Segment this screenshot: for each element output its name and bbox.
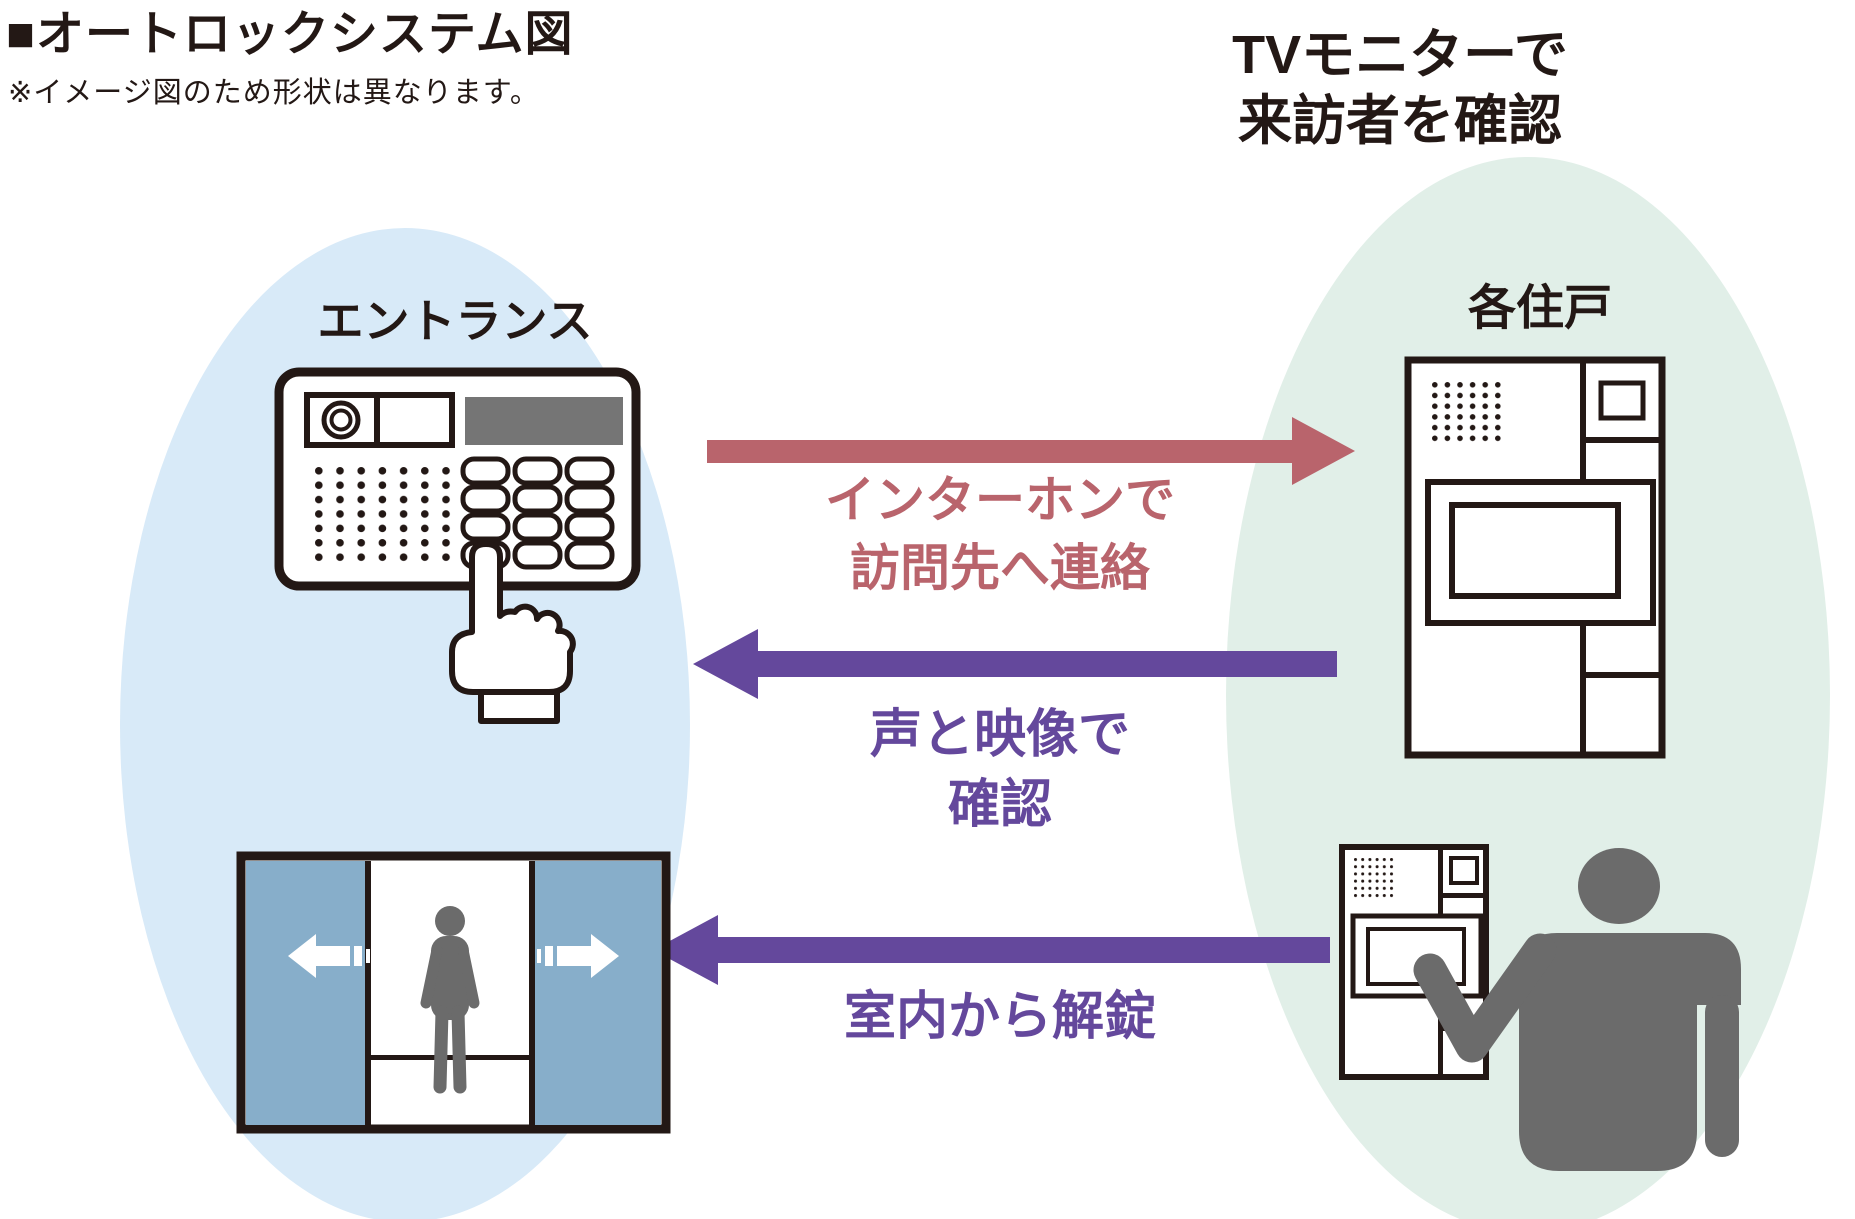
caption-voice-video: 声と映像で 確認 (700, 700, 1300, 840)
disclaimer-note: ※イメージ図のため形状は異なります。 (8, 77, 540, 109)
caption-voice-video-line1: 声と映像で (869, 706, 1130, 764)
tv-monitor-note-line1: TVモニターで (1232, 25, 1568, 85)
arrow-unlock (653, 915, 1330, 985)
caption-unlock: 室内から解錠 (700, 982, 1300, 1052)
intercom-button (1449, 856, 1479, 885)
arrow-voice-video (693, 629, 1337, 699)
door-panel-left (246, 861, 365, 1125)
unit-monitor-illustration (1404, 356, 1666, 759)
caption-intercom-call-line2: 訪問先へ連絡 (850, 540, 1150, 596)
monitor-speaker-grill (1432, 382, 1502, 442)
entrance-zone-label: エントランス (317, 295, 593, 347)
tv-monitor-note-line2: 来訪者を確認 (1238, 91, 1562, 151)
door-panel-right (535, 861, 661, 1125)
unit-zone-label: 各住戸 (1467, 282, 1612, 335)
caption-unlock-line1: 室内から解錠 (843, 988, 1156, 1046)
tv-monitor-note: TVモニターで 来訪者を確認 (1100, 22, 1700, 154)
caption-intercom-call: インターホンで 訪問先へ連絡 (700, 466, 1300, 602)
caption-intercom-call-line1: インターホンで (825, 472, 1175, 528)
caption-voice-video-line2: 確認 (947, 776, 1052, 834)
room-intercom-illustration (1339, 844, 1489, 1080)
panel-display (465, 397, 623, 445)
person-in-door-icon (420, 906, 480, 1094)
arrow-intercom-call (707, 417, 1355, 485)
keypad (460, 456, 615, 570)
intercom-speaker-grill (1354, 858, 1394, 898)
auto-door-illustration (236, 851, 671, 1134)
page-title: ■オートロックシステム図 (6, 8, 574, 61)
speaker-grill (315, 467, 451, 562)
door-open-arrows-icon (288, 934, 619, 978)
monitor-button (1598, 380, 1646, 421)
entrance-panel-illustration (274, 367, 641, 724)
pointing-hand-icon (449, 541, 576, 724)
resident-person-illustration (1413, 848, 1741, 1171)
